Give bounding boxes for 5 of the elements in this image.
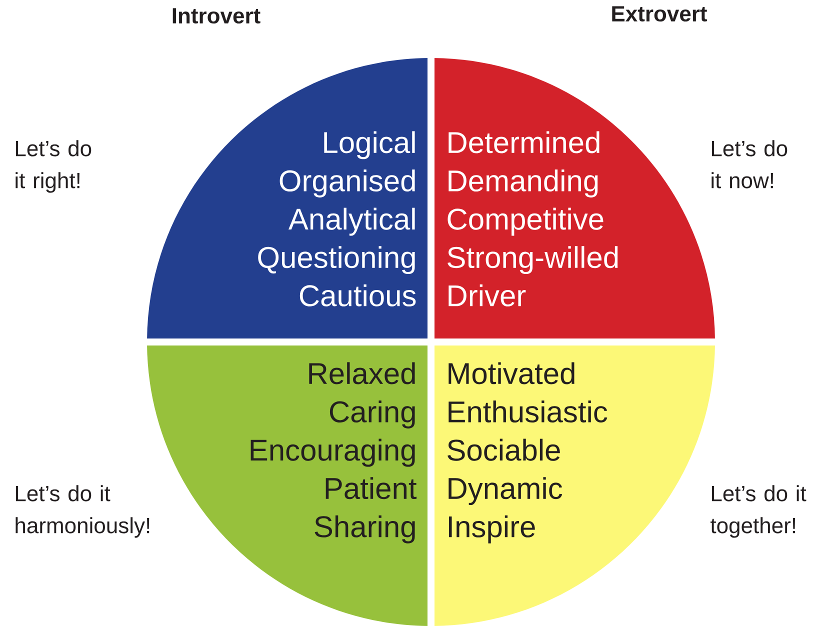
quadrant: Logical Organised Analytical Questioning Cautious (147, 58, 428, 338)
heading: Introvert (172, 8, 260, 24)
slogan-text: Let’s do it harmoniously! (16, 485, 150, 538)
slogan-text: Let’s do it right! (16, 140, 92, 193)
heading: Extrovert (612, 6, 708, 22)
